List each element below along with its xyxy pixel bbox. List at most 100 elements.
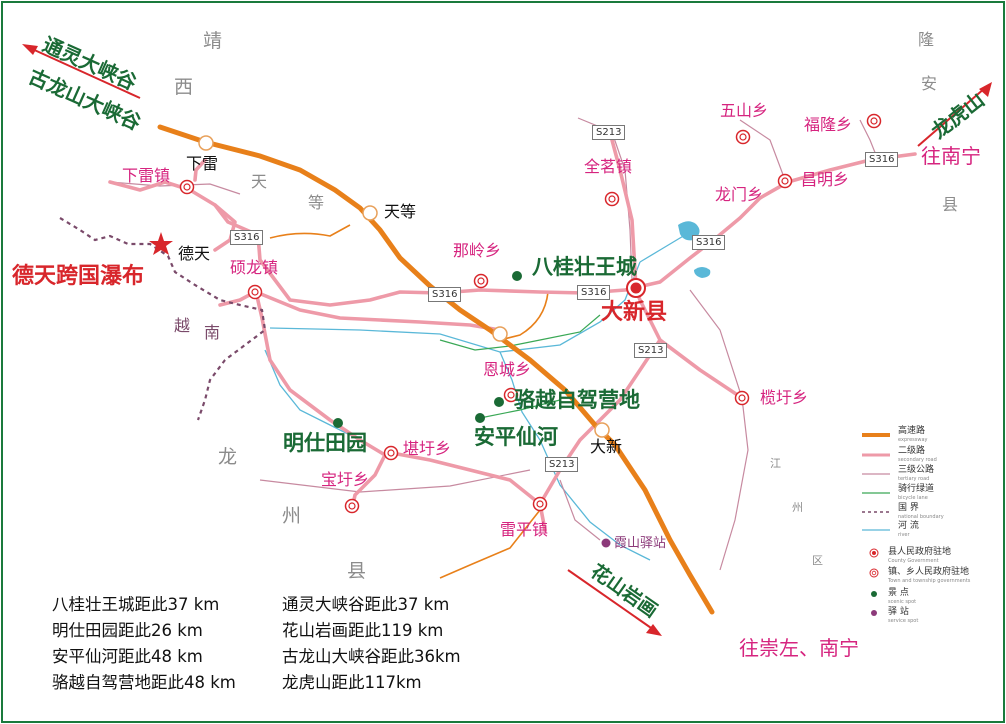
legend-bicycle: 骑行绿道	[898, 484, 935, 494]
marker-longmen	[777, 173, 793, 189]
label-daxin-county: 大新县	[601, 300, 668, 325]
expressway	[157, 124, 715, 615]
legend-scenic-en: scenic spot	[888, 599, 917, 605]
label-longmen: 龙门乡	[715, 185, 764, 204]
marker-naling	[473, 273, 489, 289]
region-vietnam-2: 南	[204, 323, 221, 342]
legend-swatch-county	[869, 548, 879, 558]
marker-shuolong	[247, 284, 263, 300]
distance-mingshi: 明仕田园距此26 km	[52, 621, 203, 640]
label-shuolong: 硕龙镇	[230, 258, 279, 277]
legend-boundary: 国 界	[898, 503, 919, 513]
region-longan-3: 县	[942, 195, 959, 214]
region-longan-2: 安	[921, 74, 938, 93]
distance-huashan: 花山岩画距此119 km	[282, 621, 444, 640]
label-fulong: 福隆乡	[804, 115, 853, 134]
service-station-xiashan	[601, 538, 611, 548]
marker-kanyu	[383, 445, 399, 461]
label-tiandeng-junction: 天等	[384, 202, 417, 221]
label-xiashan: 霞山驿站	[614, 536, 667, 551]
legend-swatch-scenic	[871, 591, 877, 597]
legend-secondary-en: secondary road	[898, 457, 937, 463]
road-tag-s316-3: S316	[577, 285, 611, 300]
river-main	[269, 261, 641, 353]
legend-swatches	[862, 433, 890, 616]
legend-county: 县人民政府驻地	[888, 547, 952, 557]
region-longzhou-3: 县	[347, 560, 367, 582]
label-baoyu: 宝圩乡	[321, 470, 370, 489]
label-luoyue: 骆越自驾营地	[514, 388, 640, 412]
legend-service-en: service spot	[888, 618, 919, 624]
region-jingxi-1: 靖	[203, 30, 223, 52]
region-jiangzhou-2: 州	[792, 501, 803, 514]
label-lanyu: 榄圩乡	[760, 388, 809, 407]
national-boundary	[59, 217, 267, 421]
road-tag-s213-1: S213	[592, 125, 626, 140]
tertiary-xiashan	[559, 479, 601, 541]
region-tiandeng-2: 等	[308, 193, 325, 212]
label-detian-falls: 德天跨国瀑布	[12, 264, 145, 289]
tertiary-south	[259, 469, 531, 493]
region-longzhou-2: 州	[282, 505, 302, 527]
orange-road-1	[269, 224, 351, 239]
legend-scenic: 景 点	[888, 588, 909, 598]
detian-falls-star	[149, 232, 173, 255]
road-tag-s213-2: S213	[634, 343, 668, 358]
secondary-roads	[108, 138, 917, 532]
junction-middle	[492, 326, 508, 342]
marker-quanming	[604, 191, 620, 207]
distance-bagui: 八桂壮王城距此37 km	[52, 595, 220, 614]
distance-tongling: 通灵大峡谷距此37 km	[282, 595, 450, 614]
tertiary-roads	[109, 117, 881, 571]
road-tag-s316-2: S316	[428, 287, 462, 302]
label-mingshi: 明仕田园	[283, 431, 367, 455]
road-shuolong-east	[254, 290, 502, 332]
region-longan-1: 隆	[918, 30, 935, 49]
distance-longhu: 龙虎山距此117km	[282, 673, 422, 692]
marker-wushan	[735, 129, 751, 145]
label-wushan: 五山乡	[720, 101, 769, 120]
legend-township-en: Town and township governments	[888, 578, 971, 584]
legend-county-en: County Government	[888, 558, 939, 564]
region-tiandeng-1: 天	[251, 172, 268, 191]
arrow-northeast	[917, 82, 992, 147]
label-quanming: 全茗镇	[584, 157, 633, 176]
region-jiangzhou-3: 区	[812, 554, 823, 567]
tertiary-lanyu	[689, 289, 749, 571]
scenic-spots	[333, 271, 522, 428]
distance-luoyue: 骆越自驾营地距此48 km	[52, 673, 236, 692]
legend-river-en: river	[898, 532, 910, 538]
label-xialei-junction: 下雷	[186, 154, 219, 173]
river-north	[639, 231, 691, 263]
legend-secondary: 二级路	[898, 446, 926, 456]
legend-service: 驿 站	[888, 607, 909, 617]
arrow-huashan	[567, 569, 662, 636]
distance-anping: 安平仙河距此48 km	[52, 647, 203, 666]
road-tag-s316-4: S316	[692, 235, 726, 250]
label-xialei-zhen: 下雷镇	[122, 166, 171, 185]
legend-bicycle-en: bicycle lane	[898, 495, 928, 501]
junction-daxin	[594, 422, 610, 438]
orange-minor-roads	[269, 224, 549, 579]
river-west	[264, 349, 361, 441]
legend-township: 镇、乡人民政府驻地	[888, 567, 970, 577]
legend-swatch-township	[869, 568, 879, 578]
lake-2	[694, 267, 711, 278]
label-naling: 那岭乡	[453, 241, 502, 260]
junction-tiandeng	[362, 205, 378, 221]
county-seat-marker	[626, 278, 646, 298]
junction-xialei	[198, 135, 214, 151]
label-changming: 昌明乡	[801, 170, 850, 189]
spot-anping	[475, 413, 485, 423]
road-tag-s316-5: S316	[865, 152, 899, 167]
road-s213-north	[610, 138, 638, 290]
spot-luoyue	[494, 397, 504, 407]
marker-leiping	[532, 496, 548, 512]
label-to-nanning: 往南宁	[921, 144, 981, 168]
marker-lanyu	[734, 390, 750, 406]
marker-xialei	[179, 179, 195, 195]
spot-bagui	[512, 271, 522, 281]
township-markers	[179, 113, 882, 514]
spot-mingshi	[333, 418, 343, 428]
